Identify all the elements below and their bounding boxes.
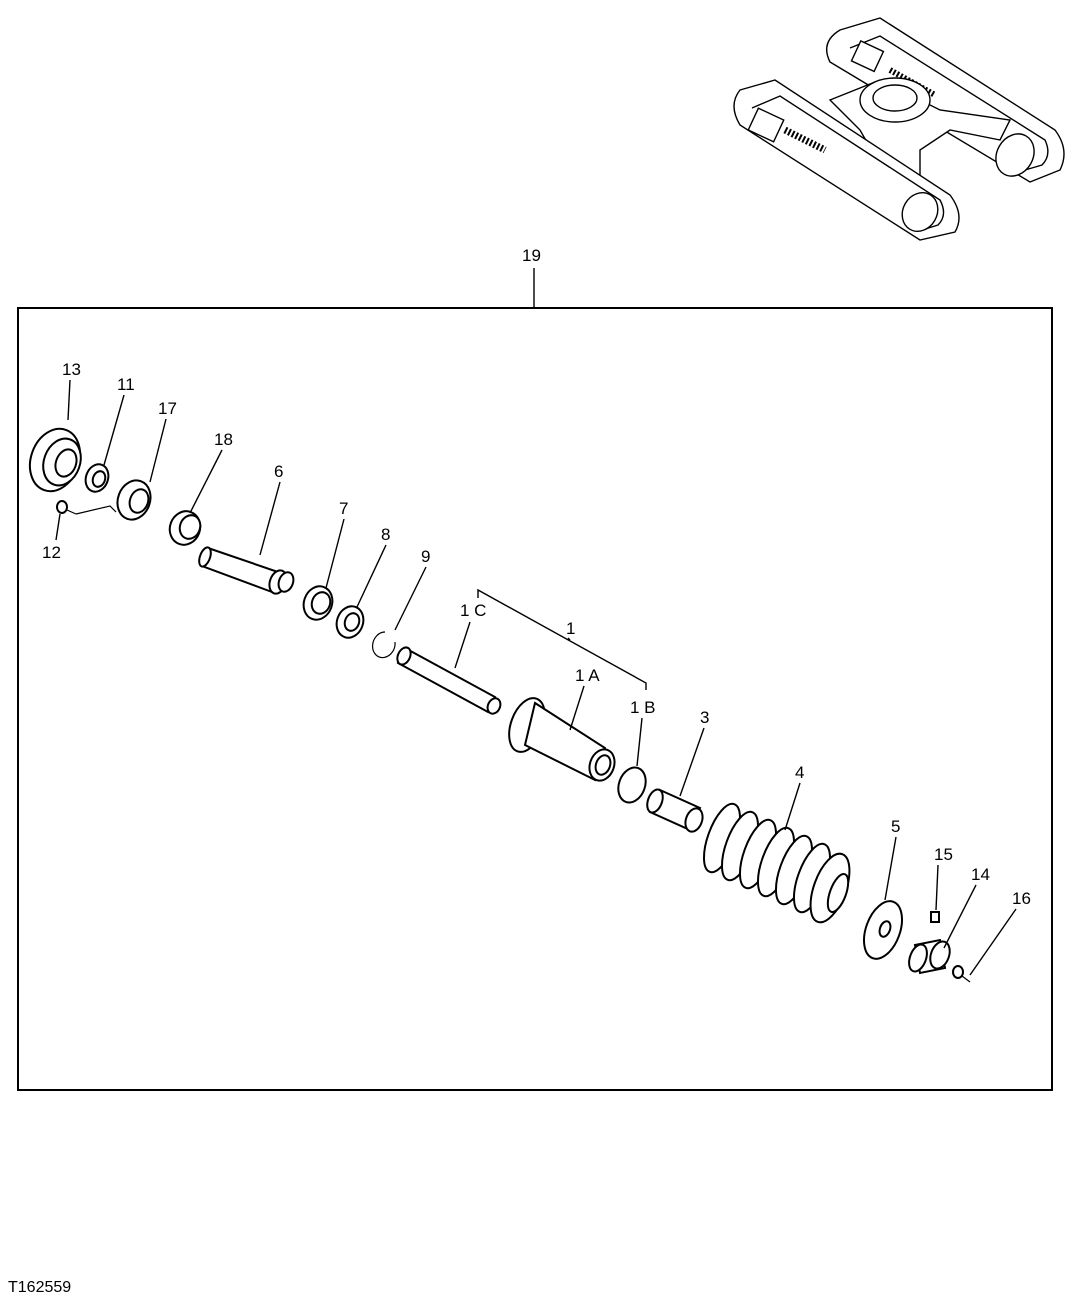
callout-18: 18 [214,430,233,449]
callout-1a: 1 A [575,666,600,685]
callout-15: 15 [934,845,953,864]
bracket-1 [477,588,647,690]
part-1b-o-ring [617,766,647,804]
part-1c-shaft [396,646,502,715]
callout-12: 12 [42,543,61,562]
part-1a-hub [508,697,616,782]
callout-1b: 1 B [630,698,656,717]
track-frame-illustration [733,17,1065,241]
part-12-bolt [56,500,117,515]
callout-7: 7 [339,499,348,518]
part-18-bushing [168,510,202,546]
callout-14: 14 [971,865,990,884]
callout-6: 6 [274,462,283,481]
figure-id: T162559 [8,1279,71,1296]
callout-4: 4 [795,763,804,782]
part-9-snap-ring [372,631,396,659]
part-8-washer [335,605,365,639]
part-7-ring [302,585,334,621]
callout-8: 8 [381,525,390,544]
part-13-seal-housing [28,427,82,493]
part-11-ring [84,463,110,493]
part-5-washer [863,900,903,960]
callout-3: 3 [700,708,709,727]
part-15-fitting [930,911,940,923]
part-16-screw [952,965,971,983]
callout-9: 9 [421,547,430,566]
callout-16: 16 [1012,889,1031,908]
part-3-sleeve [646,788,704,833]
callout-11: 11 [117,375,135,394]
part-6-rod [198,546,295,595]
part-17-flange-nut [116,479,152,521]
callout-17: 17 [158,399,177,418]
part-14-cap [908,938,951,975]
callout-5: 5 [891,817,900,836]
callout-13: 13 [62,360,81,379]
callout-19: 19 [522,246,541,265]
callout-1: 1 [566,619,575,638]
part-4-spring [702,802,851,924]
callout-1c: 1 C [460,601,486,620]
assembly-frame [17,307,1053,1091]
